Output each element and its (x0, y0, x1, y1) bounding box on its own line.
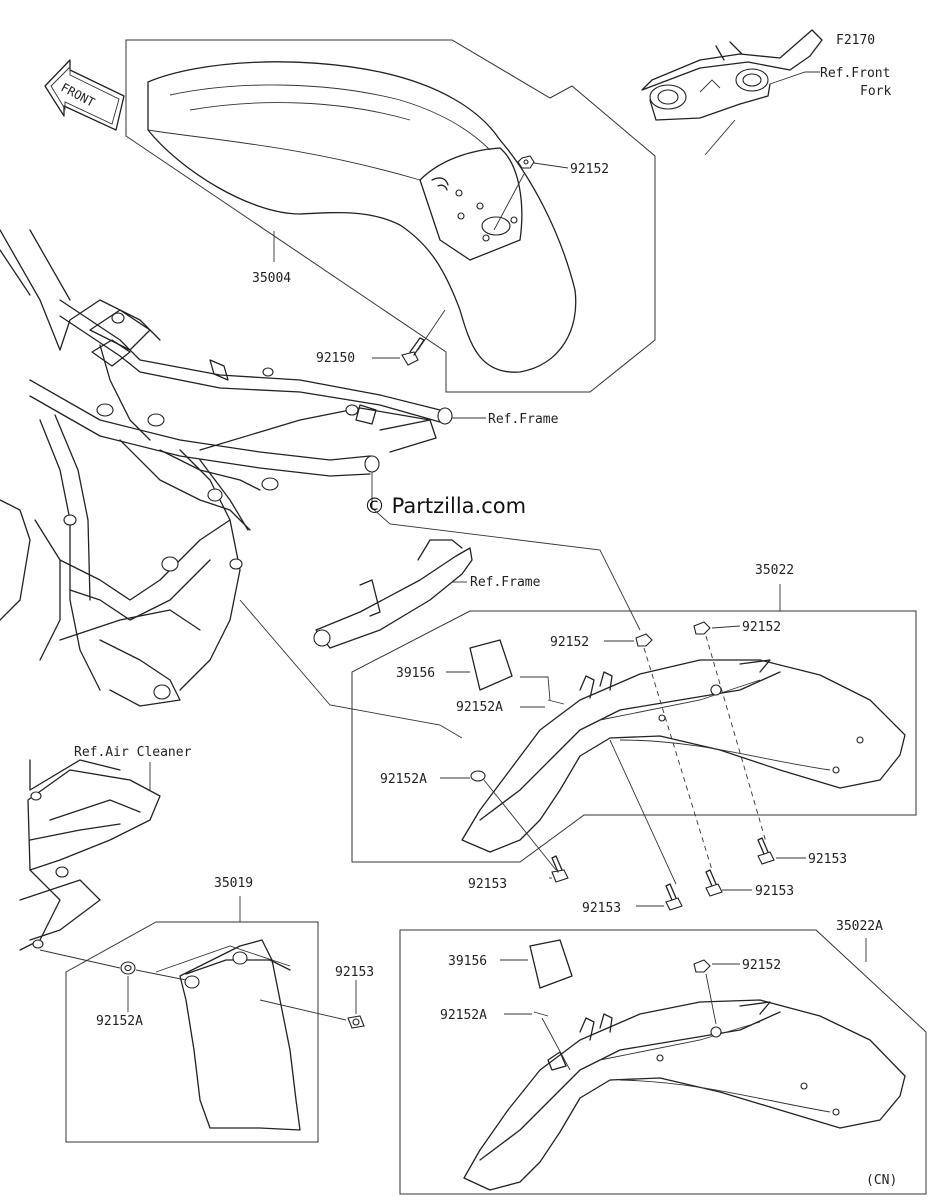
rear-frame-part (313, 539, 473, 649)
callout-92152A-cn: 92152A (440, 1008, 487, 1023)
nut-icon (693, 959, 711, 973)
callout-35022: 35022 (755, 563, 794, 578)
bolt-icon (705, 869, 723, 897)
air-cleaner-part (19, 759, 161, 951)
region-note: (CN) (866, 1173, 897, 1188)
callout-92152-front: 92152 (570, 162, 609, 177)
ref-frame-label-2: Ref.Frame (470, 575, 541, 590)
ref-front-fork-label-2: Fork (860, 84, 891, 99)
bolt-icon (757, 837, 775, 865)
nut-icon (635, 633, 653, 647)
front-arrow-icon: FRONT (44, 59, 125, 131)
ref-air-cleaner-label: Ref.Air Cleaner (74, 745, 192, 760)
cn-pad-part (529, 939, 573, 989)
bolt-icon (401, 337, 425, 366)
callout-35004: 35004 (252, 271, 291, 286)
frame-part (0, 229, 453, 707)
cn-rear-fender-group-outline (399, 929, 927, 1195)
callout-39156: 39156 (396, 666, 435, 681)
callout-92152A-rear-1: 92152A (456, 700, 503, 715)
clip-icon (470, 770, 486, 782)
cn-rear-fender-part (463, 999, 906, 1191)
nut-icon (693, 621, 711, 635)
mud-flap-part (179, 939, 301, 1131)
callout-92153-rear-4: 92153 (808, 852, 847, 867)
bolt-icon (665, 883, 683, 911)
callout-92152-rear-b: 92152 (742, 620, 781, 635)
bolt-icon (551, 855, 569, 883)
front-fork-part (641, 29, 823, 121)
callout-39156-cn: 39156 (448, 954, 487, 969)
callout-92153-flap: 92153 (335, 965, 374, 980)
flap-group-outline (65, 921, 319, 1143)
callout-35019: 35019 (214, 876, 253, 891)
ref-frame-label-1: Ref.Frame (488, 412, 559, 427)
rear-fender-group-outline (351, 610, 917, 863)
figure-code: F2170 (836, 33, 875, 48)
rear-fender-part (461, 659, 906, 853)
watermark: © Partzilla.com (364, 494, 526, 518)
bolt-icon (347, 1015, 365, 1029)
front-fender-group-outline (125, 39, 656, 393)
callout-92153-rear-2: 92153 (582, 901, 621, 916)
callout-35022A: 35022A (836, 919, 883, 934)
callout-92152-cn: 92152 (742, 958, 781, 973)
callout-92152-rear-a: 92152 (550, 635, 589, 650)
pad-part (469, 639, 513, 691)
callout-92152A-rear-2: 92152A (380, 772, 427, 787)
callout-92150: 92150 (316, 351, 355, 366)
callout-92152A-flap: 92152A (96, 1014, 143, 1029)
callout-92153-rear-1: 92153 (468, 877, 507, 892)
ref-front-fork-label-1: Ref.Front (820, 66, 890, 81)
front-fender-part (147, 61, 577, 373)
callout-92153-rear-3: 92153 (755, 884, 794, 899)
